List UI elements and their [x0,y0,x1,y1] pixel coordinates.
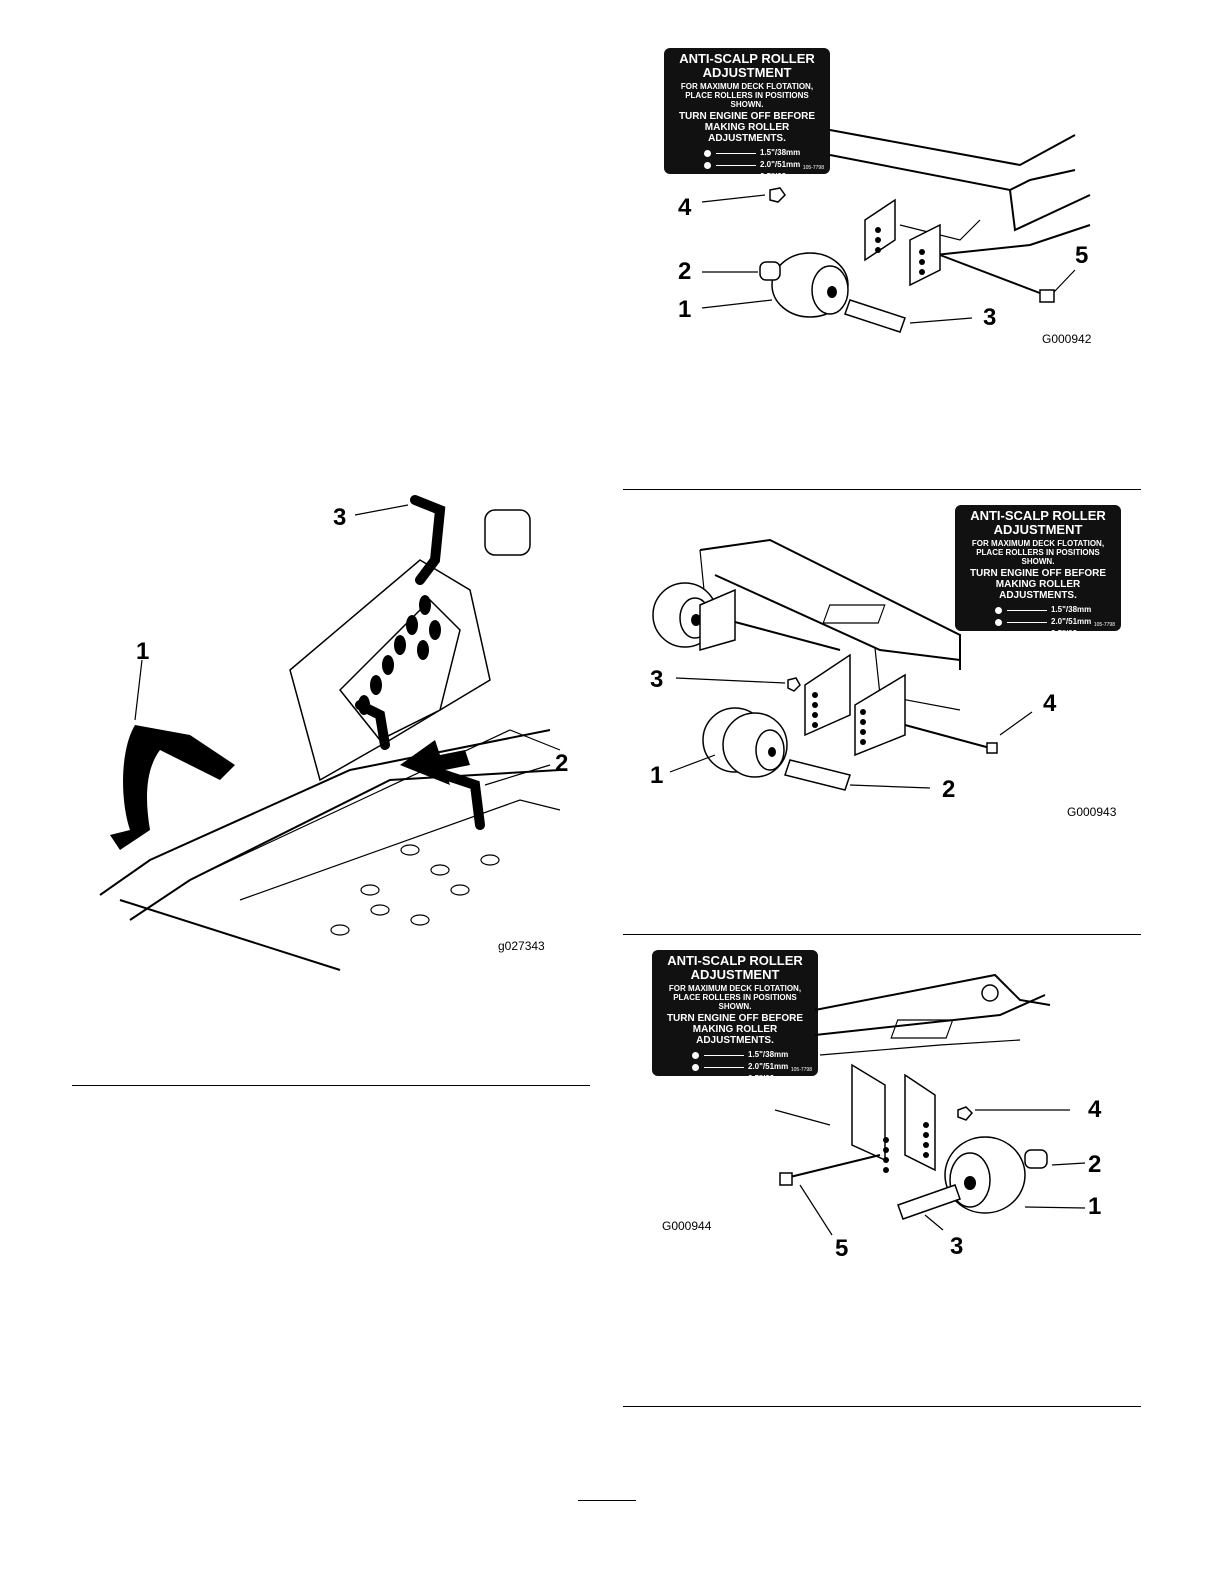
seat-lever-illustration [99,495,561,971]
callout-1: 1 [1088,1193,1102,1220]
callout-2: 2 [942,776,956,803]
decal-line: MAKING ROLLER ADJUSTMENTS. [692,1024,778,1046]
height-value: 2.0"/51mm [1051,617,1092,626]
right-column-rule [623,1406,1141,1407]
callout-5: 5 [1075,242,1089,269]
figure-id: G000944 [662,1219,712,1233]
callout-1: 1 [136,638,150,665]
left-column-rule [72,1085,590,1086]
figure-roller-middle: ANTI-SCALP ROLLER ADJUSTMENT FOR MAXIMUM… [640,500,1130,830]
decal-line: TURN ENGINE OFF BEFORE [666,1013,804,1024]
dot-icon [692,1087,699,1095]
anti-scalp-decal: ANTI-SCALP ROLLER ADJUSTMENT FOR MAXIMUM… [955,505,1121,650]
dot-icon [692,1075,699,1083]
dot-icon [704,185,711,193]
dot-icon [692,1063,699,1071]
right-column-rule [623,934,1141,935]
height-value: 2.0"/51mm [760,160,801,169]
decal-subtitle: ADJUSTMENT [702,65,792,80]
decal-line: MAKING ROLLER ADJUSTMENTS. [704,122,790,144]
decal-title: ANTI-SCALP ROLLER [970,508,1106,523]
callout-3: 3 [983,304,997,331]
callout-4: 4 [678,194,692,221]
dot-icon [704,161,711,169]
decal-subtitle: ADJUSTMENT [690,967,780,982]
right-column-rule [623,489,1141,490]
callout-4: 4 [1088,1096,1102,1123]
decal-line: TURN ENGINE OFF BEFORE [969,568,1107,579]
anti-scalp-decal: ANTI-SCALP ROLLER ADJUSTMENT FOR MAXIMUM… [664,48,830,193]
callout-2: 2 [555,750,569,777]
figure-id: G000943 [1067,805,1117,819]
callout-3: 3 [950,1233,964,1260]
decal-line: PLACE ROLLERS IN POSITIONS SHOWN. [685,91,809,109]
decal-line: MAKING ROLLER ADJUSTMENTS. [995,579,1081,601]
height-value: 2.5"/63mm [760,172,801,181]
figure-id: g027343 [498,939,545,953]
decal-code: 105-7798 [1093,622,1115,628]
figure-roller-bottom: ANTI-SCALP ROLLER ADJUSTMENT FOR MAXIMUM… [640,945,1130,1265]
height-value: 2.0"/51mm [748,1062,789,1071]
callout-2: 2 [678,258,692,285]
decal-line: FOR MAXIMUM DECK FLOTATION, [668,984,802,993]
callout-3: 3 [650,666,664,693]
figure-id: G000942 [1042,332,1092,346]
dot-icon [995,630,1002,638]
callout-3: 3 [333,504,347,531]
callout-2: 2 [1088,1151,1102,1178]
height-value: 1.5"/38mm [748,1050,789,1059]
anti-scalp-decal: ANTI-SCALP ROLLER ADJUSTMENT FOR MAXIMUM… [652,950,818,1095]
decal-line: TURN ENGINE OFF BEFORE [678,111,816,122]
figure-roller-top: ANTI-SCALP ROLLER ADJUSTMENT FOR MAXIMUM… [650,40,1120,360]
decal-line: PLACE ROLLERS IN POSITIONS SHOWN. [976,548,1100,566]
decal-code: 105-7798 [802,165,824,171]
roller-middle-illustration [652,538,1033,791]
figure-seat-lever: 1 3 2 g027343 [90,480,570,971]
height-value: 3.0"/76mm [748,1086,789,1095]
decal-code: 105-7798 [790,1067,812,1073]
decal-title: ANTI-SCALP ROLLER [667,953,803,968]
height-value: 2.5"/63mm [748,1074,789,1083]
dot-icon [995,618,1002,626]
decal-subtitle: ADJUSTMENT [993,522,1083,537]
page-number-underline [578,1500,636,1501]
roller-top-illustration [701,129,1091,333]
callout-4: 4 [1043,690,1057,717]
height-value: 1.5"/38mm [760,148,801,157]
dot-icon [995,642,1002,650]
dot-icon [704,173,711,181]
decal-line: FOR MAXIMUM DECK FLOTATION, [680,82,814,91]
callout-5: 5 [835,1235,849,1262]
dot-icon [995,606,1002,614]
decal-title: ANTI-SCALP ROLLER [679,51,815,66]
height-value: 1.5"/38mm [1051,605,1092,614]
dot-icon [704,149,711,157]
height-value: 3.0"/76mm [1051,641,1092,650]
callout-1: 1 [678,296,692,323]
roller-bottom-illustration [774,973,1086,1236]
decal-line: PLACE ROLLERS IN POSITIONS SHOWN. [673,993,797,1011]
dot-icon [692,1051,699,1059]
decal-line: FOR MAXIMUM DECK FLOTATION, [971,539,1105,548]
callout-1: 1 [650,762,664,789]
height-value: 2.5"/63mm [1051,629,1092,638]
